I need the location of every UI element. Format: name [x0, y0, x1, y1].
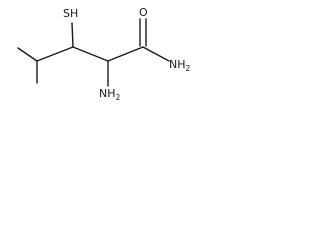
bond-methyl-top: [17, 47, 38, 62]
bond-c3-sh: [71, 22, 74, 48]
amide-nh-text: NH: [169, 58, 186, 71]
bond-c3-c2: [72, 46, 109, 62]
skeletal-formula: SH O NH2 NH2: [17, 6, 191, 102]
bond-c1-amide-n: [142, 46, 170, 62]
amide-subscript: 2: [186, 64, 191, 73]
amine-nh-text: NH: [99, 87, 116, 100]
structure-canvas: SH O NH2 NH2: [0, 0, 200, 120]
bond-isopropyl-c3: [36, 46, 74, 62]
amide-nh2-label: NH2: [169, 58, 191, 73]
thiol-label: SH: [63, 7, 78, 20]
bond-c2-c1: [107, 46, 144, 62]
carbonyl-oxygen-label: O: [139, 6, 148, 19]
amine-subscript: 2: [116, 93, 121, 102]
amine-nh2-label: NH2: [99, 87, 121, 102]
